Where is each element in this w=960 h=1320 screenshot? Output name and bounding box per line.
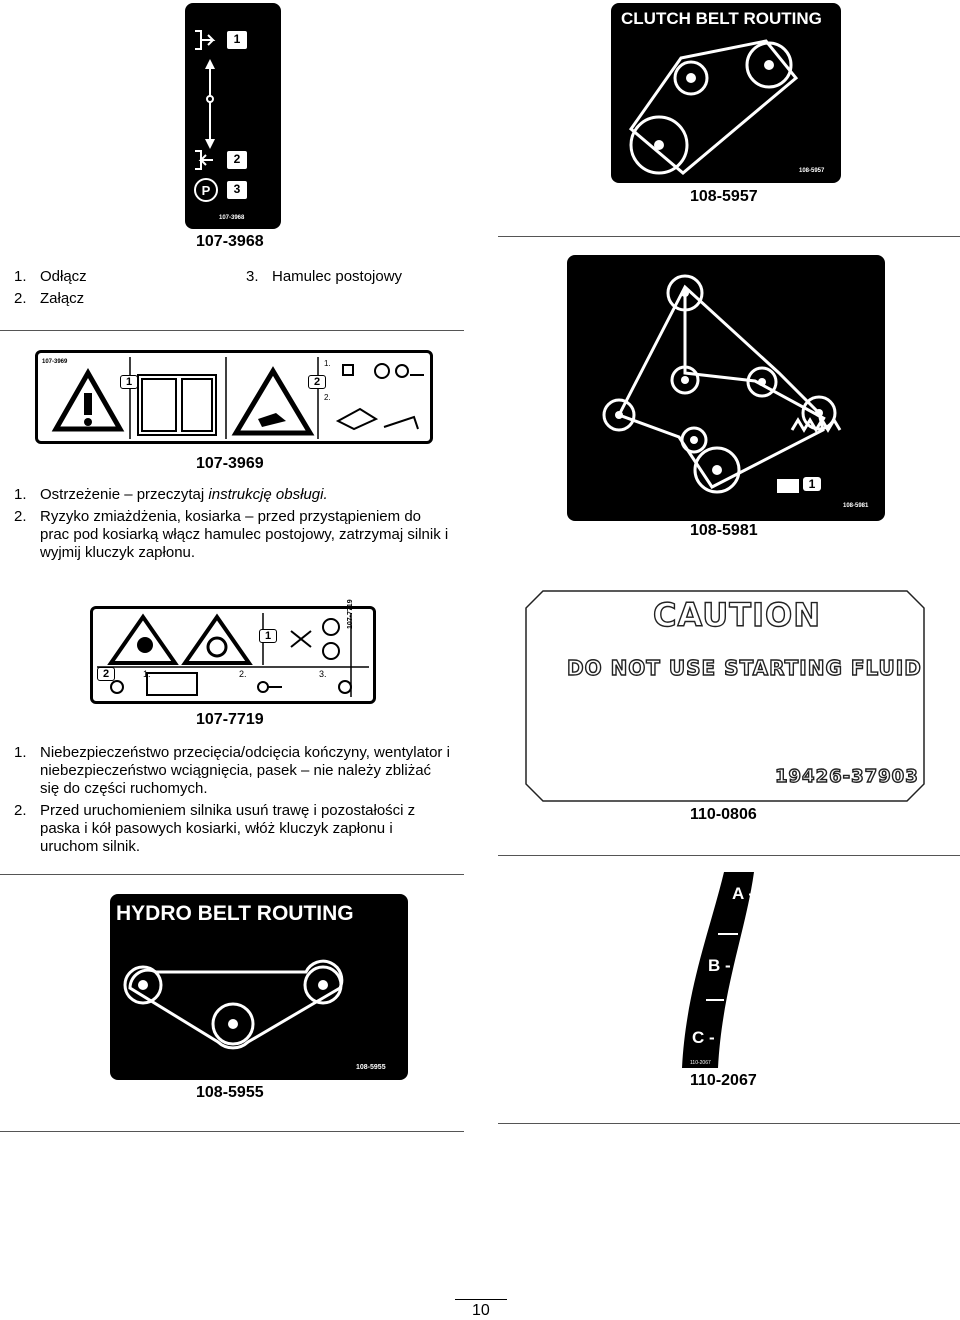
decal-108-5955: HYDRO BELT ROUTING 108-5955 (110, 894, 408, 1080)
decal-108-5981: 1 108-5981 (567, 255, 885, 521)
disengage-icon (195, 30, 216, 50)
decal-108-5957: CLUTCH BELT ROUTING 108-5957 (611, 3, 841, 183)
warning-icon (51, 367, 125, 432)
shutdown-sequence-icon (335, 363, 424, 431)
caption-108-5957: 108-5957 (690, 188, 758, 205)
divider (0, 1131, 464, 1132)
caption-107-3969: 107-3969 (196, 455, 264, 472)
decal-outline (525, 590, 925, 802)
legend-item: 2.Załącz (14, 290, 85, 307)
legend-item: 1.Odłącz (14, 268, 87, 285)
decal-110-2067: A - B - C - 110-2067 (676, 870, 776, 1070)
badge-1: 1 (259, 629, 277, 643)
belt-diagram (628, 39, 799, 175)
clean-start-icons (110, 672, 352, 696)
decal-tag: 108-5981 (843, 503, 869, 509)
badge-2: 2 (233, 152, 241, 166)
decal-107-3968: P 1 2 3 107-3968 (185, 3, 281, 229)
caption-107-3968: 107-3968 (196, 233, 264, 250)
caution-message: DO NOT USE STARTING FLUID (566, 655, 922, 680)
decal-107-7719: 1 2 1. 2. 3. 107-7719 (90, 599, 376, 704)
divider (0, 330, 464, 331)
position-a: A - (732, 884, 755, 903)
legend-107-3969: 1.Ostrzeżenie – przeczytaj instrukcję ob… (14, 486, 464, 562)
book-icon (137, 374, 217, 436)
belt-entanglement-icon (181, 613, 253, 665)
decal-code: 19426-37903 (774, 765, 919, 787)
mower-deck-icon (777, 479, 799, 493)
divider (498, 1123, 960, 1124)
legend-item: 2.Przed uruchomieniem silnika usuń trawę… (14, 802, 416, 855)
decal-107-3968-art: P (194, 30, 247, 202)
badge-2: 2 (308, 375, 326, 389)
caption-110-0806: 110-0806 (690, 806, 757, 823)
decal-110-0806: CAUTION DO NOT USE STARTING FLUID 19426-… (525, 590, 925, 802)
legend-item: 2.Ryzyko zmiażdżenia, kosiarka – przed p… (14, 508, 449, 561)
step-1: 1. (143, 669, 151, 679)
step-2: 2. (239, 669, 247, 679)
step-1: 1. (324, 359, 331, 368)
decal-tag: 108-5955 (356, 1064, 386, 1071)
badge-2: 2 (97, 667, 115, 681)
decal-title: CLUTCH BELT ROUTING (621, 9, 822, 28)
belt-diagram (123, 959, 344, 1050)
decal-107-7719-art (97, 613, 369, 697)
badge-1: 1 (120, 375, 138, 389)
legend-107-3968: 1.Odłącz 2.Załącz 3.Hamulec postojowy (14, 268, 464, 308)
svg-text:P: P (202, 183, 211, 198)
legend-107-7719: 1.Niebezpieczeństwo przecięcia/odcięcia … (14, 744, 454, 856)
caution-heading: CAUTION (652, 595, 821, 634)
caption-107-7719: 107-7719 (196, 711, 264, 728)
badge-3: 3 (233, 182, 241, 196)
decal-tag: 108-5957 (799, 168, 825, 174)
page-number-rule (455, 1299, 507, 1300)
position-c: C - (692, 1028, 715, 1047)
caption-110-2067: 110-2067 (690, 1072, 757, 1089)
parking-brake-icon: P (194, 178, 218, 202)
decal-tag: 107-3968 (219, 215, 245, 221)
belt-diagram (602, 274, 842, 494)
page-number: 10 (472, 1302, 490, 1319)
fan-cut-hazard-icon (107, 613, 179, 665)
caption-108-5955: 108-5955 (196, 1084, 264, 1101)
crush-hazard-icon (231, 366, 315, 436)
decal-tag: 107-3969 (42, 359, 68, 365)
badge-1: 1 (233, 32, 241, 46)
divider (498, 236, 960, 237)
position-b: B - (708, 956, 731, 975)
keep-away-icon (290, 618, 340, 660)
engage-icon (195, 150, 213, 170)
step-3: 3. (319, 669, 327, 679)
decal-shape (682, 872, 754, 1068)
caption-108-5981: 108-5981 (690, 522, 758, 539)
decal-title: HYDRO BELT ROUTING (116, 902, 354, 925)
legend-item: 1.Ostrzeżenie – przeczytaj instrukcję ob… (14, 486, 328, 503)
decal-tag: 110-2067 (690, 1060, 711, 1066)
decal-tag: 107-7719 (347, 599, 354, 629)
divider (498, 855, 960, 856)
legend-item: 1.Niebezpieczeństwo przecięcia/odcięcia … (14, 744, 450, 797)
divider (0, 874, 464, 875)
badge-1: 1 (803, 477, 821, 491)
step-2: 2. (324, 393, 331, 402)
legend-item: 3.Hamulec postojowy (246, 268, 403, 285)
decal-107-3969: 107-3969 1 2 1. 2. (35, 350, 433, 444)
decal-107-3969-art (51, 357, 424, 439)
